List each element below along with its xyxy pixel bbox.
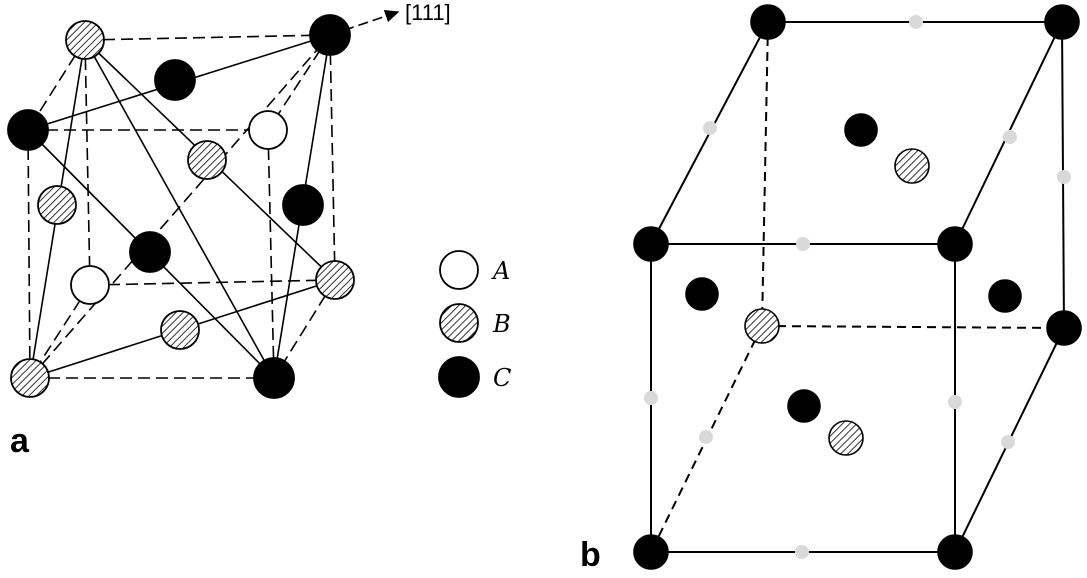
small-site bbox=[795, 545, 809, 559]
atom-c bbox=[937, 534, 973, 570]
atom-b bbox=[65, 20, 105, 60]
atom-b bbox=[187, 140, 227, 180]
atom-b bbox=[10, 358, 50, 398]
panel-a-unit-cell bbox=[27, 10, 400, 379]
panel-a-label: a bbox=[10, 422, 30, 460]
small-site bbox=[1001, 435, 1015, 449]
panel-a-dashed-cube-edges bbox=[27, 34, 336, 379]
atom-a bbox=[70, 265, 110, 305]
small-site bbox=[796, 237, 810, 251]
atom-c bbox=[309, 14, 351, 56]
atom-a bbox=[248, 110, 288, 150]
legend-swatch-b bbox=[439, 303, 479, 343]
panel-b-small-sites bbox=[644, 15, 1071, 559]
atom-c bbox=[633, 534, 669, 570]
legend-label-b: B bbox=[492, 310, 511, 338]
legend-label-a: A bbox=[491, 257, 510, 285]
atom-c bbox=[129, 231, 171, 273]
panel-a-atoms bbox=[7, 14, 355, 399]
atom-b bbox=[828, 420, 864, 456]
atom-c bbox=[937, 226, 973, 262]
atom-c bbox=[7, 109, 49, 151]
legend bbox=[438, 250, 480, 398]
atom-c bbox=[253, 357, 295, 399]
atom-c bbox=[154, 59, 196, 101]
direction-111-arrow bbox=[329, 10, 400, 36]
small-site bbox=[948, 395, 962, 409]
small-site bbox=[644, 391, 658, 405]
legend-swatch-c bbox=[438, 356, 480, 398]
legend-swatch-a bbox=[439, 250, 479, 290]
atom-b bbox=[160, 310, 200, 350]
small-site bbox=[703, 121, 717, 135]
direction-111-label: [111] bbox=[405, 0, 451, 25]
atom-c bbox=[282, 184, 324, 226]
atom-c bbox=[685, 277, 719, 311]
atom-c bbox=[844, 113, 878, 147]
atom-c bbox=[787, 389, 821, 423]
atom-b bbox=[744, 308, 780, 344]
atom-b bbox=[315, 260, 355, 300]
atom-c bbox=[988, 279, 1022, 313]
small-site bbox=[699, 430, 713, 444]
atom-c bbox=[1044, 4, 1080, 40]
small-site bbox=[909, 15, 923, 29]
panel-b-atoms bbox=[633, 4, 1082, 570]
atom-b bbox=[37, 185, 77, 225]
atom-c bbox=[633, 226, 669, 262]
atom-c bbox=[1046, 310, 1082, 346]
panel-b-label: b bbox=[580, 536, 601, 574]
small-site bbox=[1003, 130, 1017, 144]
atom-c bbox=[750, 4, 786, 40]
atom-b bbox=[894, 148, 930, 184]
small-site bbox=[1057, 170, 1071, 184]
legend-label-c: C bbox=[493, 364, 511, 392]
